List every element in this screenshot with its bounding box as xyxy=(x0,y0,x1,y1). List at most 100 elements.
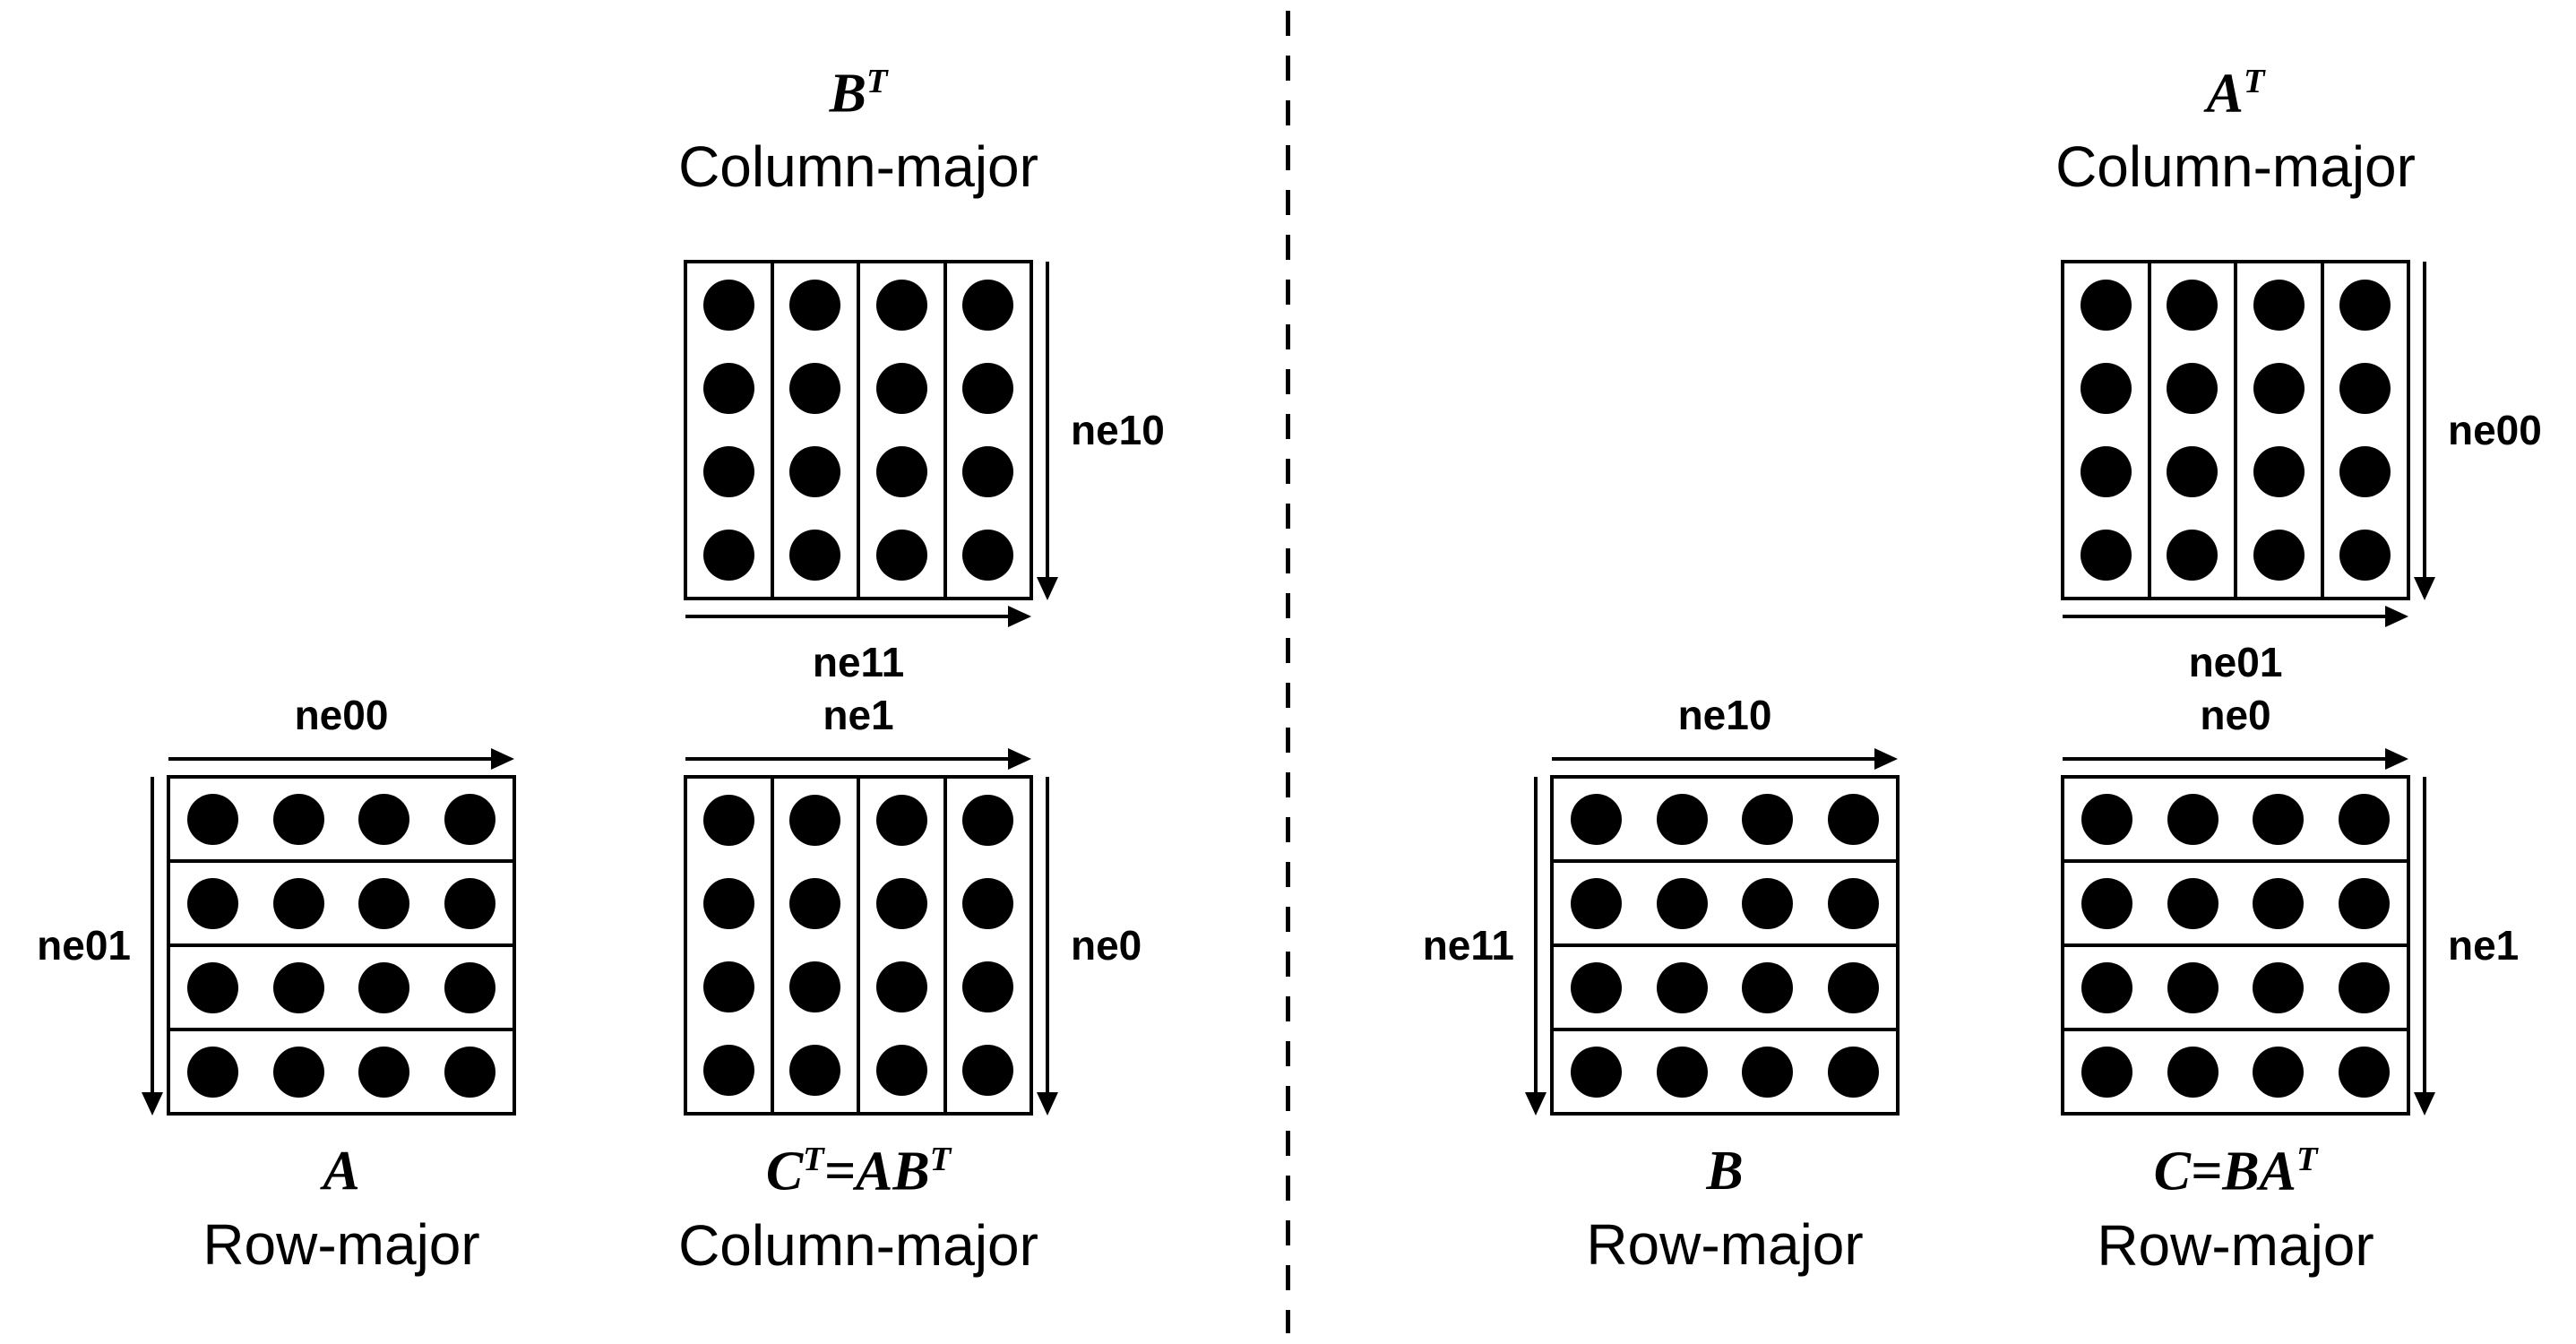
matrix-grid xyxy=(684,775,1033,1116)
matrix-element-dot xyxy=(444,961,495,1013)
matrix-element-dot xyxy=(2253,961,2305,1013)
matrix-element-dot xyxy=(2167,363,2218,414)
matrix-element-dot xyxy=(444,877,495,929)
matrix-element-dot xyxy=(962,878,1014,929)
matrix-math-label: CT=ABT xyxy=(765,1141,952,1202)
matrix-column xyxy=(860,263,947,597)
matrix-element-dot xyxy=(2081,793,2133,845)
matrix-column xyxy=(2237,263,2324,597)
matrix-element-dot xyxy=(875,530,927,581)
right-arrow xyxy=(168,748,514,770)
matrix-title: AT Column-major xyxy=(2055,63,2416,201)
matrix-math-label: B xyxy=(1706,1141,1744,1202)
matrix-math-label: BT xyxy=(829,62,888,125)
down-arrow xyxy=(1525,777,1546,1116)
dim-label: ne11 xyxy=(812,639,905,685)
matrix-grid xyxy=(2061,260,2410,600)
matrix-element-dot xyxy=(2081,1046,2133,1098)
matrix-element-dot xyxy=(702,530,754,581)
down-arrow xyxy=(142,777,163,1116)
matrix-column xyxy=(774,263,860,597)
matrix-column xyxy=(947,779,1030,1112)
matrix-row xyxy=(1554,947,1896,1031)
matrix-element-dot xyxy=(2253,877,2305,929)
dim-label: ne1 xyxy=(823,692,894,738)
matrix-element-dot xyxy=(358,793,410,845)
matrix-row xyxy=(2064,863,2407,947)
matrix-element-dot xyxy=(2338,961,2390,1013)
matrix-element-dot xyxy=(1571,793,1623,845)
matrix-element-dot xyxy=(789,878,841,929)
matrix-element-dot xyxy=(272,961,324,1013)
dim-label: ne0 xyxy=(1071,922,1142,969)
matrix-column xyxy=(774,779,860,1112)
matrix-element-dot xyxy=(1656,877,1708,929)
matrix-element-dot xyxy=(358,877,410,929)
matrix-row xyxy=(170,1031,513,1112)
matrix-element-dot xyxy=(187,1046,239,1098)
dim-label: ne11 xyxy=(1422,922,1514,969)
matrix-element-dot xyxy=(2339,446,2391,497)
matrix-element-dot xyxy=(789,795,841,846)
matrix-element-dot xyxy=(272,877,324,929)
matrix-element-dot xyxy=(702,446,754,497)
matrix-element-dot xyxy=(789,446,841,497)
right-arrow xyxy=(2063,748,2408,770)
dim-label: ne0 xyxy=(2200,692,2271,738)
matrix-element-dot xyxy=(2167,280,2218,331)
matrix-column xyxy=(860,779,947,1112)
matrix-element-dot xyxy=(2080,446,2132,497)
matrix-element-dot xyxy=(1656,793,1708,845)
matrix-element-dot xyxy=(1742,1046,1794,1098)
matrix-element-dot xyxy=(1827,793,1879,845)
matrix-element-dot xyxy=(1656,961,1708,1013)
matrix-element-dot xyxy=(962,363,1014,414)
matrix-element-dot xyxy=(875,446,927,497)
matrix-element-dot xyxy=(1742,793,1794,845)
matrix-element-dot xyxy=(1571,961,1623,1013)
matrix-b: ne10 ne11 B Row-major xyxy=(1423,692,1900,1277)
matrix-row xyxy=(1554,1031,1896,1112)
dim-label: ne10 xyxy=(1071,407,1165,453)
matrix-element-dot xyxy=(187,793,239,845)
matrix-element-dot xyxy=(2339,280,2391,331)
matrix-title: BT Column-major xyxy=(678,63,1038,201)
matrix-element-dot xyxy=(702,363,754,414)
right-arrow xyxy=(685,748,1031,770)
matrix-element-dot xyxy=(2339,363,2391,414)
matrix-element-dot xyxy=(1656,1046,1708,1098)
matrix-layout-label: Column-major xyxy=(2055,134,2416,200)
matrix-element-dot xyxy=(2253,280,2305,331)
matrix-element-dot xyxy=(875,363,927,414)
matrix-layout-label: Row-major xyxy=(1586,1212,1864,1278)
matrix-row xyxy=(1554,863,1896,947)
matrix-row xyxy=(170,947,513,1031)
matrix-title: CT=ABT Column-major xyxy=(678,1141,1038,1279)
matrix-element-dot xyxy=(702,1045,754,1096)
matrix-element-dot xyxy=(2338,1046,2390,1098)
matrix-column xyxy=(2064,263,2151,597)
matrix-grid xyxy=(1550,775,1900,1116)
matrix-element-dot xyxy=(358,1046,410,1098)
matrix-title: C=BAT Row-major xyxy=(2097,1141,2374,1279)
matrix-element-dot xyxy=(875,1045,927,1096)
matrix-row xyxy=(170,863,513,947)
matrix-element-dot xyxy=(272,793,324,845)
matrix-layout-label: Column-major xyxy=(678,1212,1038,1278)
matrix-a-transpose: AT Column-major ne00 ne01 xyxy=(2055,63,2542,685)
matrix-layout-label: Row-major xyxy=(2097,1212,2374,1278)
matrix-grid xyxy=(167,775,516,1116)
matrix-element-dot xyxy=(875,795,927,846)
matrix-element-dot xyxy=(2080,530,2132,581)
matrix-element-dot xyxy=(875,961,927,1012)
matrix-element-dot xyxy=(702,961,754,1012)
matrix-element-dot xyxy=(2167,446,2218,497)
matrix-element-dot xyxy=(2253,446,2305,497)
dim-label: ne01 xyxy=(37,922,131,969)
dim-label: ne00 xyxy=(2448,407,2542,453)
matrix-element-dot xyxy=(2338,877,2390,929)
matrix-element-dot xyxy=(875,280,927,331)
down-arrow xyxy=(2414,262,2435,600)
matrix-element-dot xyxy=(2338,793,2390,845)
down-arrow xyxy=(2414,777,2435,1116)
